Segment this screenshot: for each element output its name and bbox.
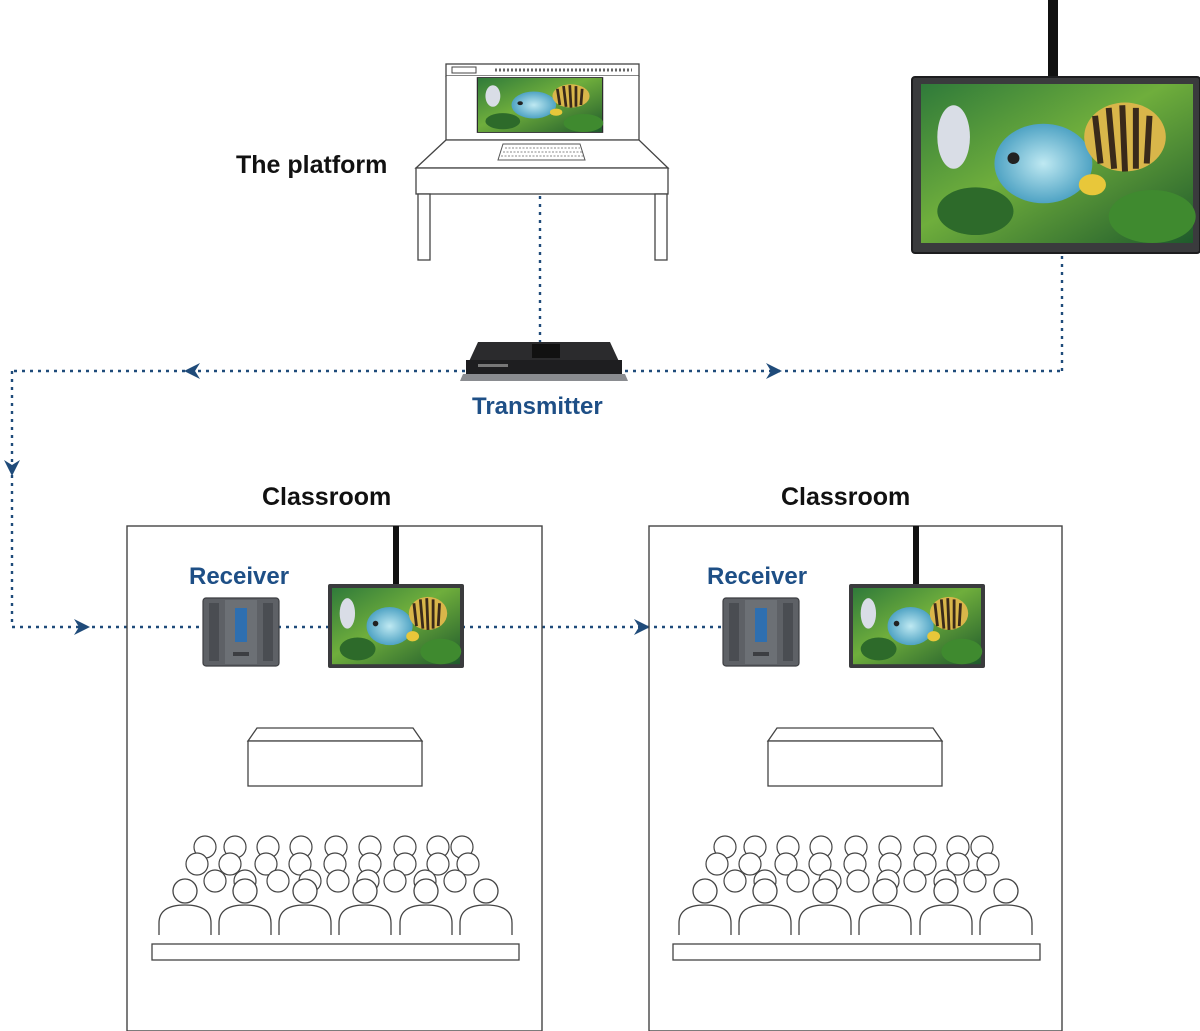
classroom-right-label: Classroom (781, 483, 911, 511)
transmitter-device-icon (460, 342, 628, 381)
ceiling-display-icon (911, 0, 1200, 254)
arrow-icon (74, 619, 90, 635)
link-lines (10, 196, 1064, 629)
classroom-display-icon (328, 584, 464, 668)
classroom-display-icon (849, 584, 985, 668)
classroom-left (126, 525, 543, 1031)
receiver-left-label: Receiver (189, 563, 290, 590)
receiver-right-label: Receiver (707, 563, 808, 590)
audience-icon (151, 835, 520, 961)
arrow-icon (4, 460, 20, 476)
arrow-icon (184, 363, 200, 379)
platform-desk-icon (414, 63, 670, 261)
desk-icon (766, 727, 944, 787)
arrow-icon (634, 619, 650, 635)
desk-icon (246, 727, 424, 787)
platform-label: The platform (236, 151, 388, 179)
audience-icon (672, 835, 1041, 961)
classroom-right (648, 525, 1063, 1031)
transmitter-label: Transmitter (472, 393, 603, 420)
classroom-left-label: Classroom (262, 483, 392, 511)
receiver-device-icon (202, 597, 280, 667)
arrow-icon (766, 363, 782, 379)
receiver-device-icon (722, 597, 800, 667)
